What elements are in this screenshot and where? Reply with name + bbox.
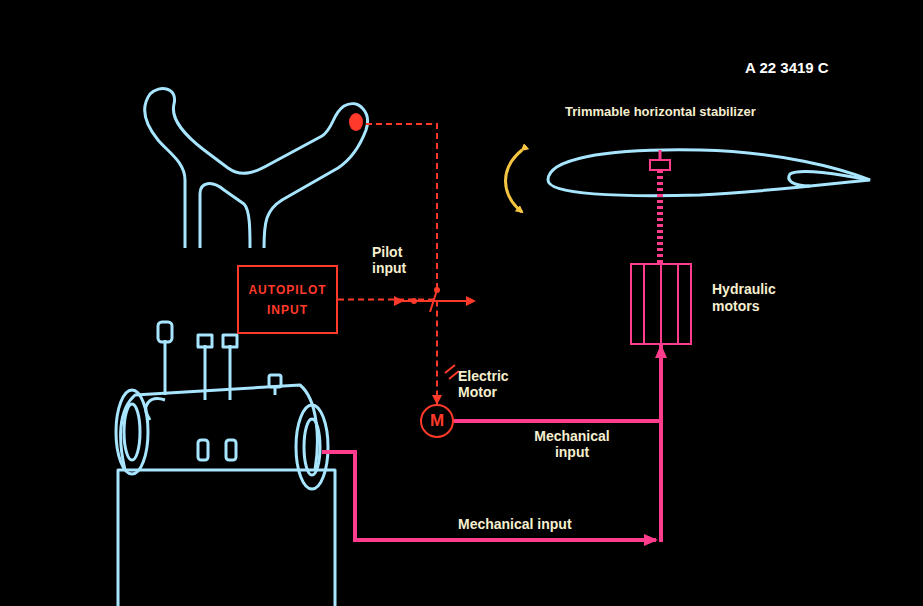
motor-label: Electric Motor bbox=[458, 368, 520, 400]
jackscrew bbox=[650, 150, 670, 263]
mechanical-linkage bbox=[659, 421, 663, 542]
control-yoke bbox=[145, 89, 368, 248]
edge-label: Mechanical input bbox=[516, 428, 628, 460]
hydraulic-motors: Hydraulic motors bbox=[630, 263, 692, 345]
pitch-arrow bbox=[506, 150, 523, 212]
horizontal-stabilizer bbox=[548, 150, 870, 196]
hydraulic-label: Hydraulic motors bbox=[712, 281, 792, 315]
motor-divider bbox=[677, 265, 679, 343]
signal-name: Pilot input bbox=[372, 244, 424, 276]
part-name: Trimmable horizontal stabilizer bbox=[565, 104, 756, 120]
throttle-pedestal bbox=[116, 322, 335, 606]
signal-name: Mechanical input bbox=[458, 516, 572, 532]
mechanical-linkage bbox=[322, 452, 656, 540]
trim-switch bbox=[349, 113, 363, 131]
motor-dividers bbox=[632, 265, 690, 343]
pilot-signal-line bbox=[366, 124, 437, 290]
control-signal bbox=[338, 300, 437, 405]
autopilot-box: AUTOPILOT INPUT bbox=[237, 265, 338, 334]
motor-divider bbox=[643, 265, 645, 343]
figure-number: A 22 3419 C bbox=[745, 60, 829, 76]
box-label: AUTOPILOT INPUT bbox=[243, 280, 333, 320]
motor-symbol: M bbox=[430, 412, 444, 430]
motor-divider bbox=[660, 265, 662, 343]
mechanical-input bbox=[454, 345, 661, 421]
electric-motor: MElectric Motor bbox=[420, 404, 454, 438]
